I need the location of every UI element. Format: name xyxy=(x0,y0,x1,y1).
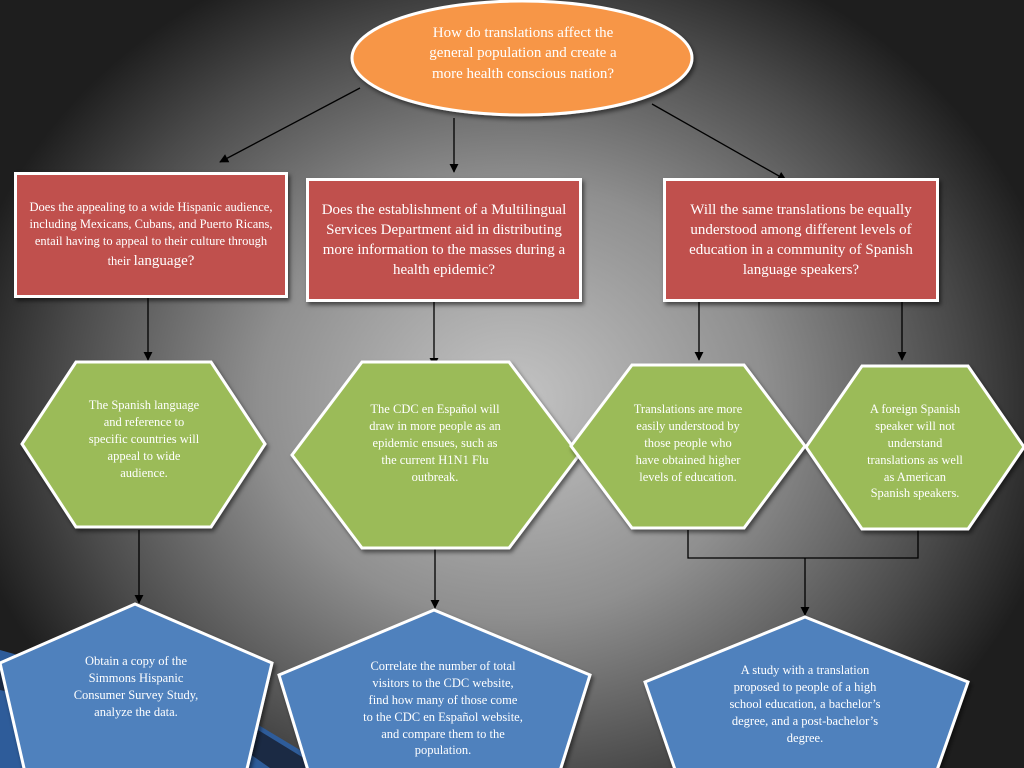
sub-question-1: Does the appealing to a wide Hispanic au… xyxy=(27,199,275,271)
hypothesis-4: A foreign Spanish speaker will not under… xyxy=(867,402,963,501)
sub-question-box-3: Will the same translations be equally un… xyxy=(663,178,939,302)
arrow-top-right xyxy=(651,103,787,181)
method-1: Obtain a copy of the Simmons Hispanic Co… xyxy=(73,654,199,719)
hypothesis-2: The CDC en Español will draw in more peo… xyxy=(369,402,501,484)
sub-question-3: Will the same translations be equally un… xyxy=(689,201,913,279)
sub-question-2: Does the establishment of a Multilingual… xyxy=(321,201,567,279)
bracket-hyp3 xyxy=(687,530,919,559)
method-3: A study with a translation proposed to p… xyxy=(729,663,881,745)
hypothesis-1: The Spanish language and reference to sp… xyxy=(88,398,200,480)
sub-question-1-emphasis: language? xyxy=(133,252,195,269)
method-pentagon-3 xyxy=(643,615,970,768)
method-pentagon-1 xyxy=(0,602,274,768)
sub-question-1-text: Does the appealing to a wide Hispanic au… xyxy=(29,199,273,268)
method-pentagon-2 xyxy=(277,608,592,768)
hypothesis-3: Translations are more easily understood … xyxy=(633,402,743,484)
sub-question-box-2: Does the establishment of a Multilingual… xyxy=(306,178,582,302)
arrow-top-left xyxy=(219,87,361,163)
method-2: Correlate the number of total visitors t… xyxy=(363,659,523,758)
hypothesis-hexagon-1 xyxy=(20,360,267,529)
sub-question-box-1: Does the appealing to a wide Hispanic au… xyxy=(14,172,288,298)
research-question-ellipse xyxy=(350,0,694,117)
research-question: How do translations affect the general p… xyxy=(429,25,617,82)
hypothesis-hexagon-4 xyxy=(804,364,1024,531)
